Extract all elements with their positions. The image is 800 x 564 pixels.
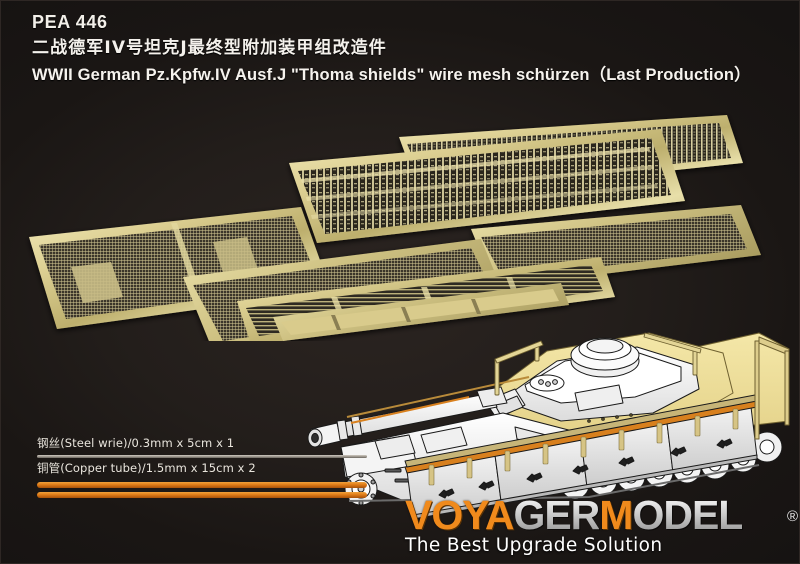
brand-part-ger: GER — [513, 492, 600, 538]
brand-part-odel: ODEL — [632, 492, 743, 538]
materials-list: 钢丝(Steel wrie)/0.3mm x 5cm x 1 铜管(Copper… — [37, 435, 437, 500]
product-title-english: WWII German Pz.Kpfw.IV Ausf.J "Thoma shi… — [32, 66, 751, 84]
material-label-steel-wire: 钢丝(Steel wrie)/0.3mm x 5cm x 1 — [37, 436, 235, 450]
brand-logo: VOYAGERMODEL ® The Best Upgrade Solution — [405, 492, 798, 557]
material-item-copper-tube: 铜管(Copper tube)/1.5mm x 15cm x 2 — [37, 460, 437, 498]
product-title-chinese: 二战德军IV号坦克J最终型附加装甲组改造件 — [32, 38, 387, 58]
copper-tube-swatch-1 — [37, 482, 367, 488]
header: PEA 446 二战德军IV号坦克J最终型附加装甲组改造件 WWII Germa… — [32, 9, 792, 89]
tank-illustration — [289, 289, 799, 520]
turret-brass-frame — [494, 332, 702, 396]
brand-wordmark: VOYAGERMODEL ® — [405, 492, 798, 538]
panzer-iv-drawing — [307, 332, 790, 520]
photoetch-fret-group — [1, 101, 799, 351]
fret-sheet-parts-mid — [289, 129, 685, 243]
side-schurzen — [404, 394, 758, 520]
steel-wire-swatch — [37, 455, 367, 458]
turret-group — [484, 332, 734, 436]
material-item-steel-wire: 钢丝(Steel wrie)/0.3mm x 5cm x 1 — [37, 435, 437, 458]
brand-part-m: M — [599, 492, 633, 538]
registered-trademark-icon: ® — [786, 508, 798, 525]
fret-sheets-illustration — [29, 115, 761, 351]
brand-tagline: The Best Upgrade Solution — [405, 535, 663, 556]
copper-tube-swatch-2 — [37, 492, 367, 498]
brand-part-voya: VOYA — [405, 492, 514, 538]
product-code: PEA 446 — [32, 12, 108, 32]
rear-brass-frame — [754, 336, 790, 440]
fret-sheet-plate-strip — [273, 283, 569, 341]
material-label-copper-tube: 铜管(Copper tube)/1.5mm x 15cm x 2 — [37, 461, 256, 475]
